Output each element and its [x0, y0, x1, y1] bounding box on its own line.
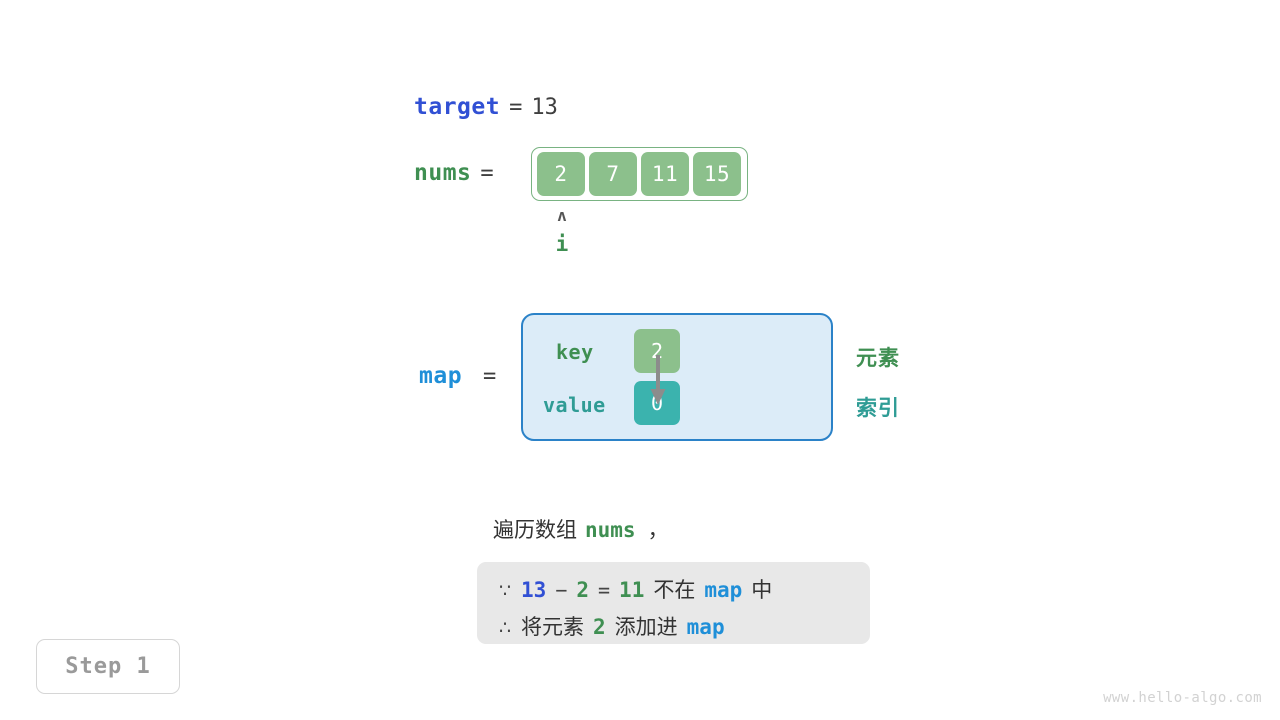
- caption-line: 遍历数组 nums ，: [493, 514, 669, 544]
- target-equals: =: [509, 95, 523, 120]
- nums-array: 2 7 11 15: [531, 147, 748, 201]
- explain-operand-target: 13: [521, 578, 547, 602]
- explanation-line-1: ∵ 13 − 2 = 11 不在 map 中: [499, 572, 848, 609]
- explain-equals-operator: =: [598, 578, 611, 602]
- pointer-caret-icon: ʌ: [557, 206, 567, 225]
- map-key-label: key: [556, 340, 594, 364]
- explain-operand-current: 2: [576, 578, 589, 602]
- explain-text-into: 添加进: [614, 615, 678, 639]
- nums-declaration: nums =: [414, 160, 503, 186]
- explanation-line-2: ∴ 将元素 2 添加进 map: [499, 609, 848, 646]
- array-cell: 7: [589, 152, 637, 196]
- target-value: 13: [531, 95, 558, 120]
- explain-keyword-map: map: [704, 578, 743, 602]
- explain-keyword-map-2: map: [686, 615, 725, 639]
- array-cell: 11: [641, 152, 689, 196]
- explanation-box: ∵ 13 − 2 = 11 不在 map 中 ∴ 将元素 2 添加进 map: [477, 562, 870, 644]
- map-value-label: value: [543, 393, 606, 417]
- therefore-symbol-icon: ∴: [499, 617, 512, 639]
- caption-keyword-nums: nums: [585, 518, 636, 542]
- explain-minus-operator: −: [555, 578, 568, 602]
- array-cell: 15: [693, 152, 741, 196]
- caption-tail: ，: [647, 518, 669, 542]
- map-keyword: map: [419, 363, 463, 389]
- explain-operand-complement: 11: [619, 578, 645, 602]
- pointer-label-i: i: [555, 232, 569, 256]
- explain-text-not-in: 不在: [653, 578, 696, 602]
- explain-text-add-element: 将元素: [521, 615, 584, 639]
- target-keyword: target: [414, 94, 501, 120]
- array-cell: 2: [537, 152, 585, 196]
- map-side-label-element: 元素: [856, 346, 900, 370]
- caption-lead: 遍历数组: [493, 518, 577, 542]
- map-equals: =: [483, 364, 497, 389]
- step-badge: Step 1: [36, 639, 180, 694]
- map-side-label-index: 索引: [856, 396, 900, 420]
- nums-equals: =: [480, 160, 494, 186]
- map-key-cell: 2: [634, 329, 680, 373]
- target-declaration: target = 13: [414, 94, 558, 120]
- map-value-cell: 0: [634, 381, 680, 425]
- because-symbol-icon: ∵: [499, 580, 512, 602]
- explain-text-in: 中: [751, 578, 773, 602]
- nums-keyword: nums: [414, 160, 472, 186]
- explain-added-value: 2: [593, 615, 606, 639]
- watermark: www.hello-algo.com: [1103, 690, 1262, 706]
